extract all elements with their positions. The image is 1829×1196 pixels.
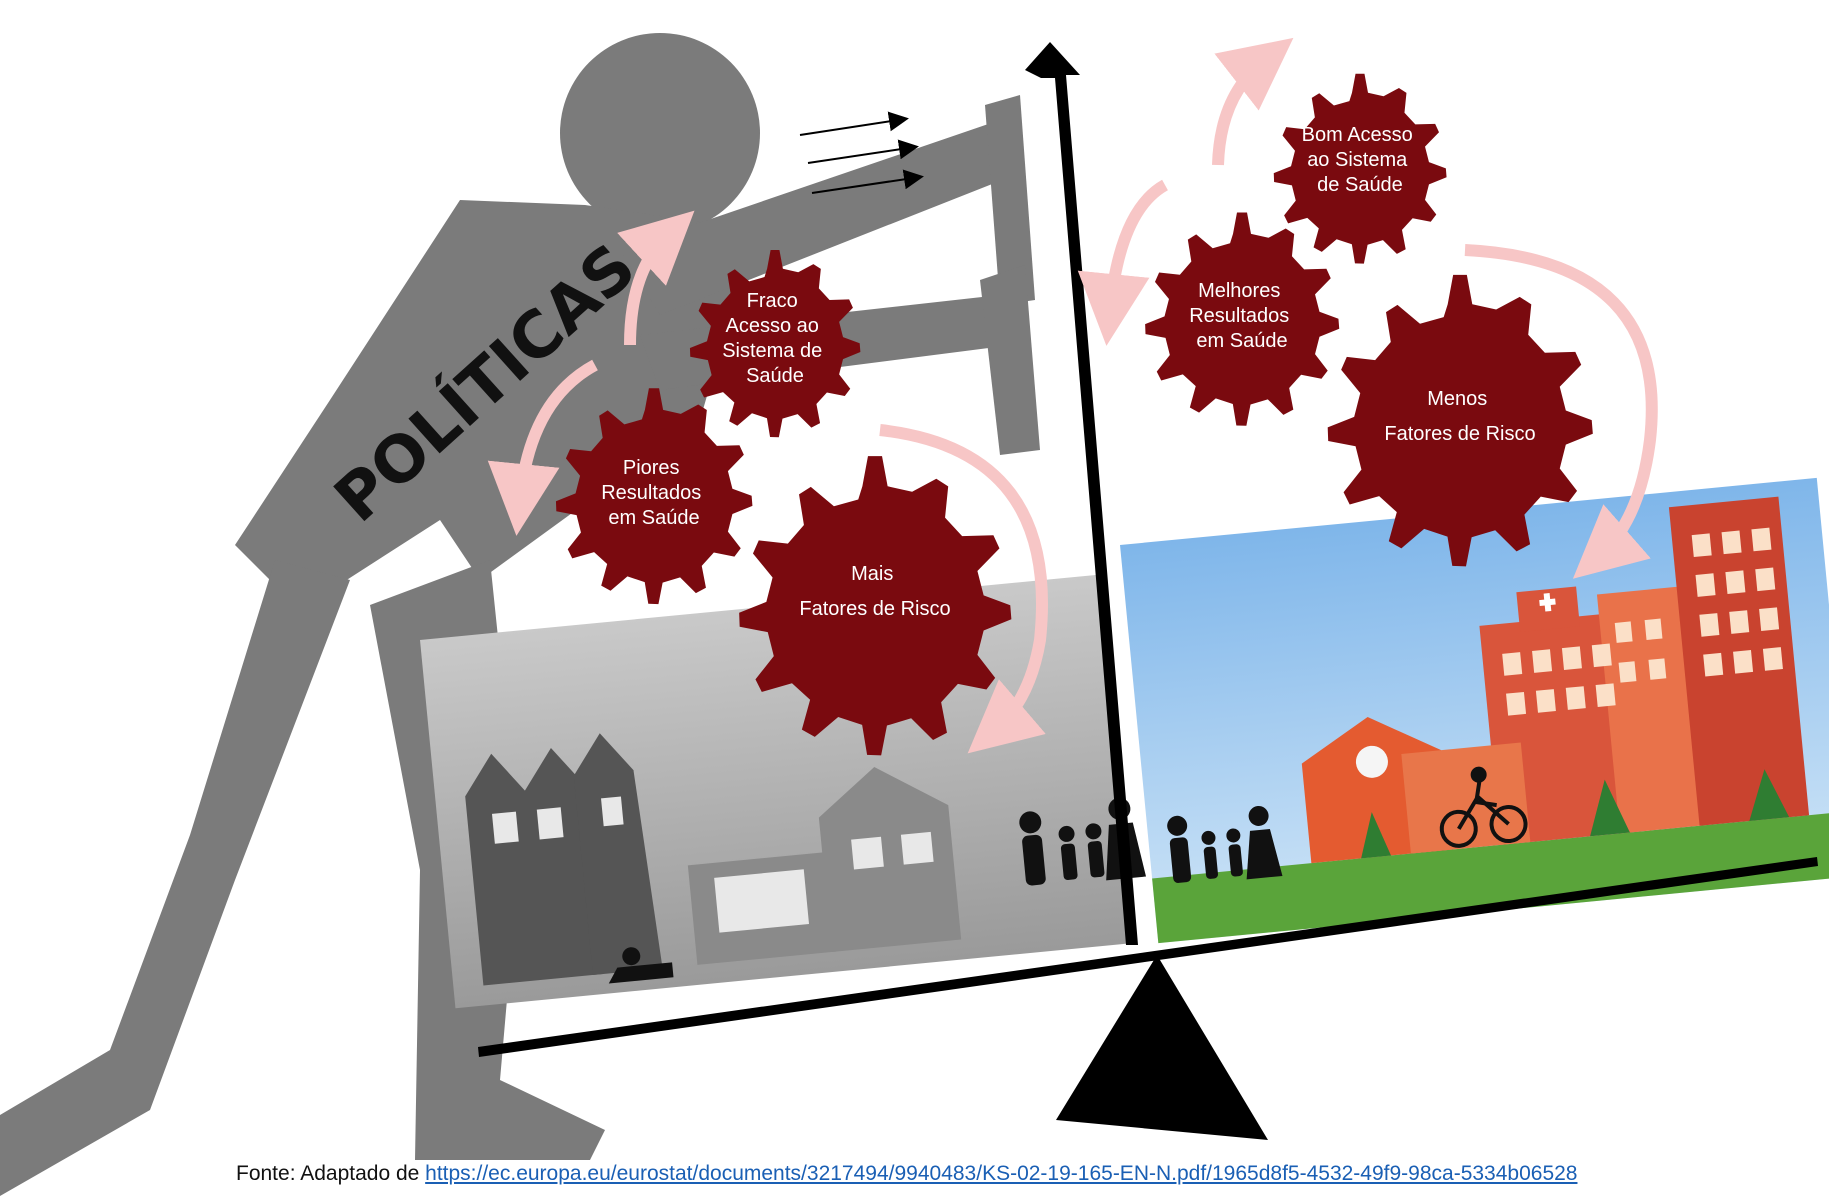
gear-label-more-risk: Mais Fatores de Risco	[799, 563, 950, 620]
gear-label-good-access: Bom Acesso ao Sistema de Saúde	[1302, 124, 1419, 196]
cycle-arrow-icon	[617, 210, 695, 346]
bicycle-icon	[1439, 766, 1528, 848]
gear-label-less-risk: Menos Fatores de Risco	[1384, 388, 1535, 445]
balance-scale-icon	[478, 42, 1818, 1140]
family-icon	[1167, 805, 1283, 883]
cycle-arrow-icon	[487, 359, 598, 536]
hospital-icon	[1479, 496, 1810, 845]
cycle-arrow-icon	[1212, 37, 1294, 166]
motion-lines	[799, 111, 924, 194]
source-link[interactable]: https://ec.europa.eu/eurostat/documents/…	[425, 1162, 1578, 1185]
left-gears: Fraco Acesso ao Sistema de Saúde Piores …	[487, 210, 1048, 756]
gear-label-worse-outcomes: Piores Resultados em Saúde	[601, 457, 707, 529]
gear-label-weak-access: Fraco Acesso ao Sistema de Saúde	[722, 290, 828, 387]
right-scene	[1120, 477, 1829, 944]
right-gears: Bom Acesso ao Sistema de Saúde Melhores …	[1077, 37, 1658, 579]
cycle-arrow-icon	[879, 424, 1048, 754]
source-caption: Fonte: Adaptado de https://ec.europa.eu/…	[236, 1162, 1577, 1186]
gear-label-better-outcomes: Melhores Resultados em Saúde	[1189, 280, 1295, 352]
cycle-arrow-icon	[1464, 244, 1658, 579]
source-prefix: Fonte: Adaptado de	[236, 1162, 426, 1185]
cycle-arrow-icon	[1077, 179, 1169, 346]
